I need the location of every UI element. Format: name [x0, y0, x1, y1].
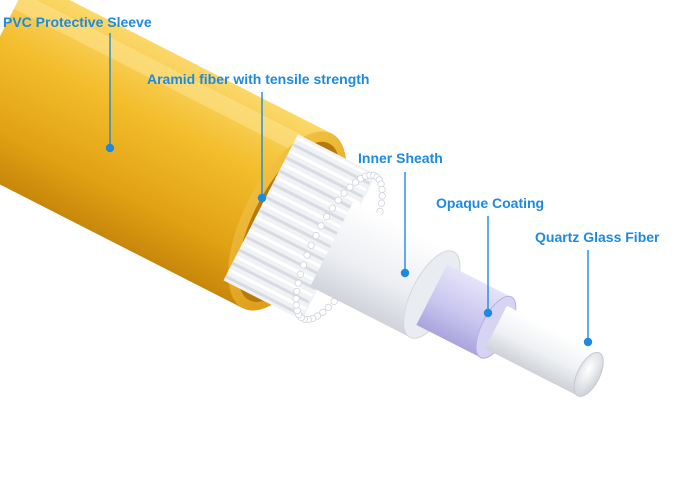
aramid-fiber-end [296, 270, 305, 278]
aramid-strand [248, 228, 327, 271]
aramid-strand [255, 215, 334, 258]
aramid-fiber-end [328, 204, 337, 212]
quartz-glass-fiber [485, 305, 604, 397]
label-pvc-protective-sleeve: PVC Protective Sleeve [3, 14, 152, 30]
aramid-strand [238, 248, 317, 291]
aramid-strand [241, 242, 320, 284]
aramid-strand [278, 169, 357, 212]
aramid-fiber-end [378, 192, 386, 200]
aramid-fiber-end [340, 189, 348, 197]
aramid-strand [268, 189, 347, 231]
aramid-strand [292, 143, 371, 185]
aramid-strand [228, 268, 307, 311]
aramid-fiber-end [323, 213, 331, 221]
aramid-fiber-end [303, 251, 311, 259]
aramid-fiber-end [307, 241, 315, 249]
leader-dot-quartz [583, 337, 593, 347]
aramid-strand [251, 222, 330, 264]
aramid-strand [265, 195, 344, 238]
leader-dot-opaque [483, 308, 493, 318]
aramid-fiber-end [319, 308, 327, 316]
aramid-strand [275, 176, 354, 218]
aramid-strand [282, 162, 360, 205]
leader-dot-aramid [257, 193, 267, 203]
aramid-fiber-end [351, 178, 360, 186]
aramid-fiber-end [294, 279, 302, 287]
aramid-fiber-end [312, 231, 320, 240]
aramid-fiber-end [292, 301, 300, 309]
aramid-strand [258, 209, 337, 251]
aramid-strand [261, 202, 340, 245]
aramid-fiber-end [292, 295, 300, 303]
label-aramid-fiber: Aramid fiber with tensile strength [147, 71, 370, 87]
leader-dot-pvc [105, 143, 115, 153]
aramid-strand [224, 274, 303, 317]
aramid-fiber-end [299, 261, 308, 269]
aramid-fiber-end [317, 222, 325, 230]
aramid-fibers [223, 134, 386, 324]
label-opaque-coating: Opaque Coating [436, 195, 545, 211]
aramid-strand [295, 136, 374, 179]
aramid-fiber-end [324, 303, 332, 312]
aramid-strand [245, 235, 324, 278]
aramid-fiber-end [378, 185, 386, 194]
aramid-fiber-end [334, 196, 342, 204]
aramid-strand [271, 182, 350, 225]
leader-lines [105, 33, 593, 347]
cable-illustration [0, 0, 604, 397]
aramid-fiber-end [377, 199, 386, 207]
aramid-fiber-end [293, 287, 301, 295]
leader-dot-inner [400, 268, 410, 278]
aramid-fiber-end [346, 183, 354, 191]
label-quartz-glass-fiber: Quartz Glass Fiber [535, 229, 660, 245]
label-inner-sheath: Inner Sheath [358, 150, 443, 166]
